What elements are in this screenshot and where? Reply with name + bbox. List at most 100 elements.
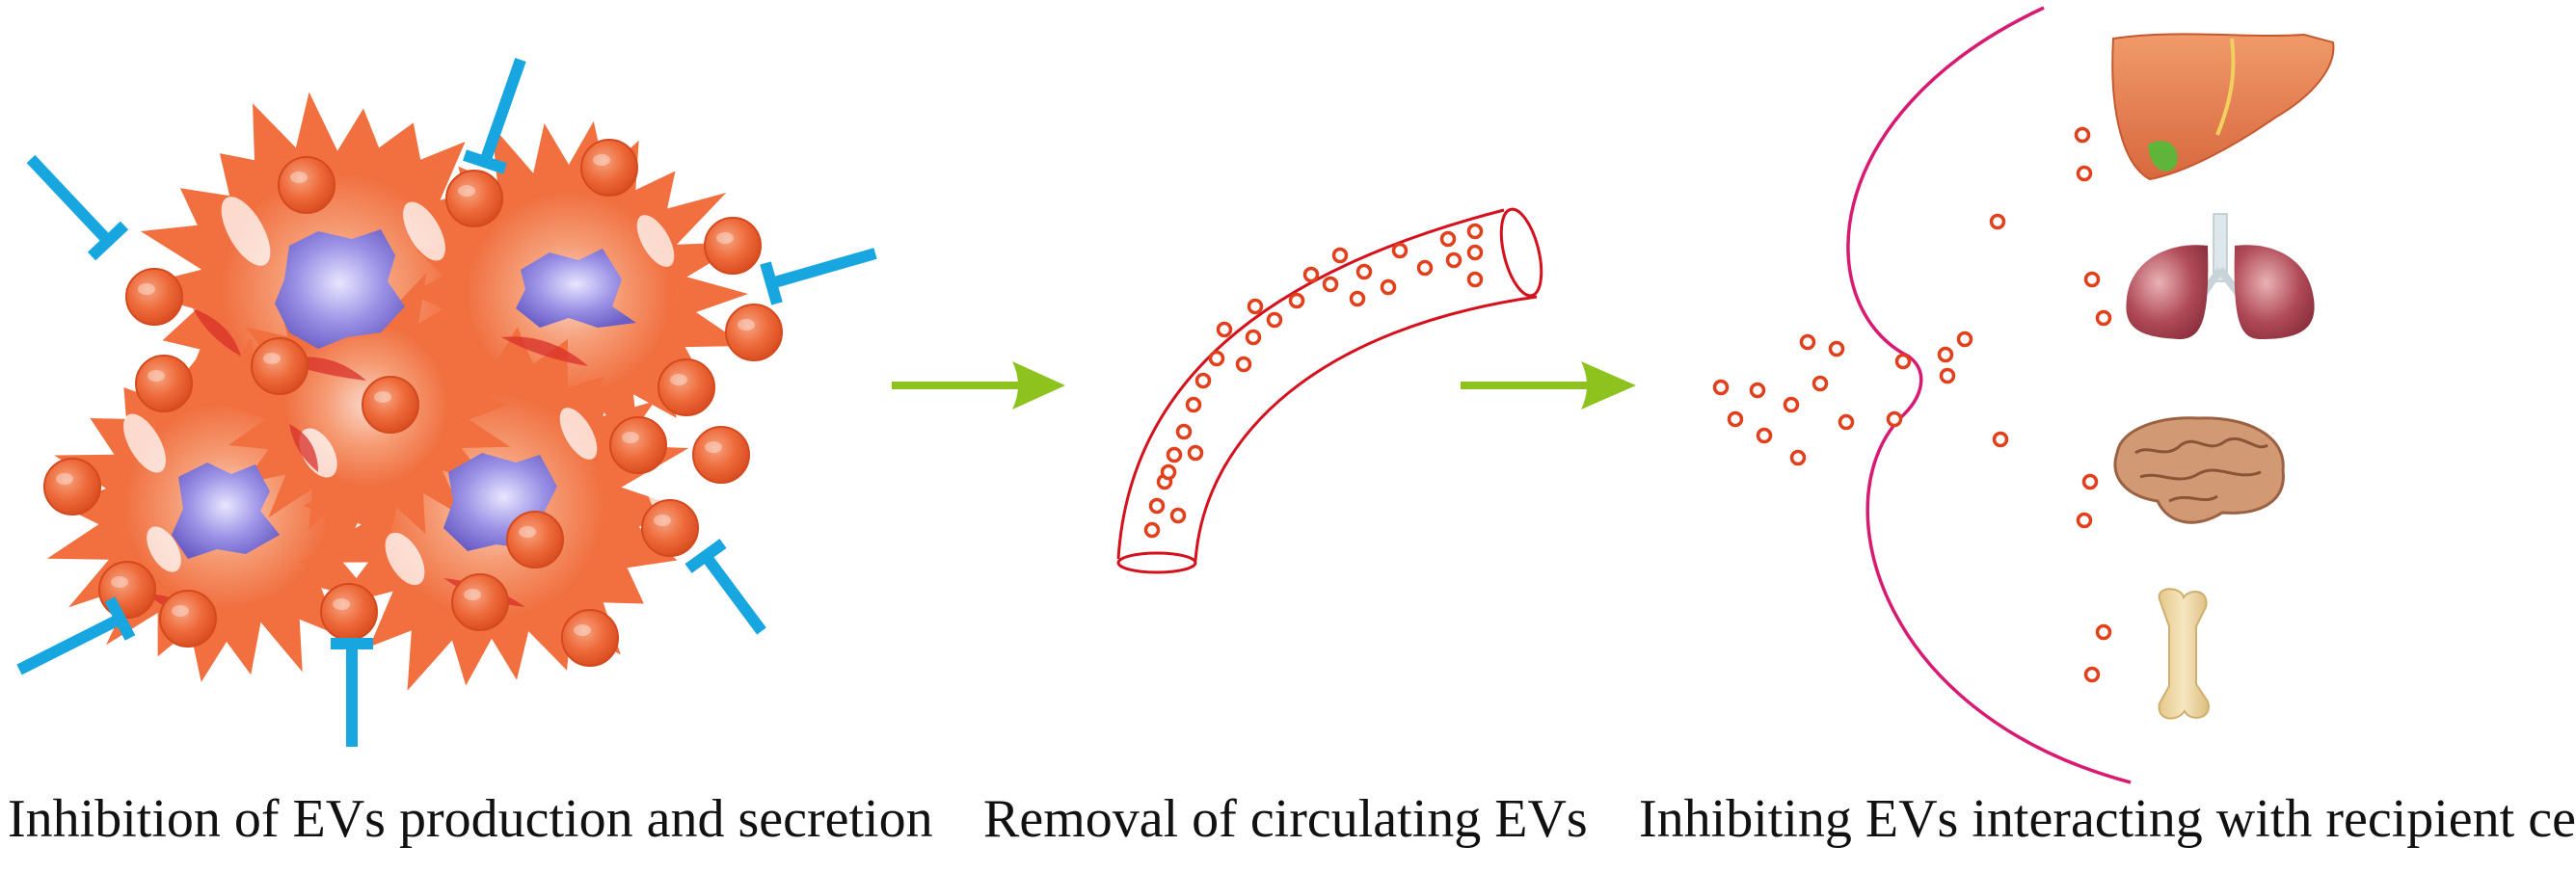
circulating-ev: [1208, 350, 1225, 367]
cell-nucleus: [275, 229, 405, 349]
circulating-ev: [1185, 396, 1202, 413]
free-evs: [1712, 213, 2009, 466]
circulating-ev: [1166, 446, 1183, 463]
free-ev: [1989, 213, 2006, 230]
circulating-evs: [1143, 223, 1484, 539]
vesicle-highlight: [705, 441, 722, 453]
extracellular-vesicle: [98, 561, 156, 619]
organ-ev: [2083, 666, 2101, 683]
extracellular-vesicle: [580, 139, 638, 197]
cell-streak: [193, 308, 241, 357]
extracellular-vesicles: [43, 139, 783, 667]
extracellular-vesicle: [704, 217, 762, 275]
extracellular-vesicle: [159, 590, 217, 648]
t-bar-inhibitor-icon: [760, 248, 877, 305]
tissue-barrier: [1846, 6, 2132, 784]
circulating-ev: [1391, 242, 1409, 259]
vesicle-highlight: [574, 624, 591, 636]
free-ev: [1712, 379, 1730, 396]
circulating-ev: [1302, 266, 1320, 283]
t-bar-inhibitor-icon: [26, 154, 129, 261]
circulating-ev: [1148, 497, 1166, 515]
cell-streak: [501, 336, 588, 366]
free-ev: [1956, 331, 1973, 348]
t-bar-inhibitor-icon: [331, 638, 373, 747]
tumor-cell-cluster: [43, 92, 783, 691]
organ-ev: [2076, 165, 2093, 182]
organ-ev: [2074, 126, 2091, 144]
cytoplasm-highlight: [559, 408, 598, 460]
cytoplasm-highlight: [221, 197, 271, 266]
circulating-ev: [1160, 463, 1177, 481]
circulating-ev: [1355, 263, 1373, 280]
circulating-ev: [1380, 278, 1397, 296]
extracellular-vesicle: [445, 170, 503, 227]
vesicle-highlight: [263, 353, 281, 364]
circulating-ev: [1175, 423, 1193, 440]
extracellular-vesicle: [362, 376, 419, 434]
vesicle-highlight: [374, 391, 391, 403]
free-ev: [1783, 396, 1800, 413]
free-ev: [1727, 410, 1744, 428]
free-ev: [1992, 431, 2009, 448]
extracellular-vesicle: [725, 304, 783, 361]
caption-ev-production: Inhibition of EVs production and secreti…: [8, 789, 933, 849]
vesicle-highlight: [716, 232, 734, 244]
organ-ev: [2095, 623, 2112, 641]
circulating-ev: [1143, 521, 1161, 539]
free-ev: [1749, 382, 1766, 399]
circulating-ev: [1216, 321, 1233, 338]
cell-nucleus: [516, 249, 636, 328]
extracellular-vesicle: [251, 337, 309, 395]
cell-streak: [289, 424, 318, 472]
vesicle-highlight: [458, 185, 475, 197]
vessel-opening-bottom: [1116, 551, 1197, 574]
liver-icon: [2111, 33, 2335, 181]
vesicle-highlight: [738, 319, 755, 331]
free-ev: [1828, 340, 1845, 357]
organ-ev: [2083, 271, 2101, 288]
brain-icon: [2113, 416, 2285, 524]
free-ev: [1894, 353, 1912, 370]
caption-circulating-evs: Removal of circulating EVs: [983, 789, 1588, 849]
circulating-ev: [1445, 251, 1462, 269]
circulating-ev: [1331, 247, 1349, 264]
extracellular-vesicle: [641, 499, 699, 557]
circulating-ev: [1187, 444, 1204, 462]
organ-ev: [2081, 473, 2099, 490]
free-ev: [1799, 333, 1816, 351]
extracellular-vesicle: [506, 511, 564, 569]
circulating-ev: [1466, 223, 1484, 240]
right-arrow-icon: [1461, 361, 1636, 410]
extracellular-vesicle: [43, 458, 101, 516]
extracellular-vesicle: [451, 573, 509, 631]
vesicle-highlight: [670, 374, 687, 385]
free-ev: [1789, 449, 1807, 466]
circulating-ev: [1349, 290, 1366, 307]
organ-evs: [2074, 126, 2112, 683]
vesicle-highlight: [148, 370, 165, 382]
vesicle-highlight: [593, 154, 610, 166]
free-ev: [1939, 367, 1956, 384]
bone-icon: [2158, 588, 2210, 720]
circulating-ev: [1466, 271, 1484, 288]
organ-ev: [2095, 309, 2112, 327]
cell-nucleus: [172, 463, 280, 559]
free-ev: [1838, 413, 1855, 431]
extracellular-vesicle: [609, 416, 667, 474]
circulating-ev: [1245, 329, 1262, 346]
extracellular-vesicle: [692, 426, 750, 484]
vesicle-highlight: [464, 589, 481, 600]
cytoplasm-highlight: [147, 526, 181, 572]
vesicle-highlight: [654, 515, 671, 526]
circulating-ev: [1416, 259, 1434, 277]
vessel-inner-wall: [1194, 295, 1538, 562]
vesicle-highlight: [519, 526, 536, 538]
circulating-ev: [1466, 244, 1484, 261]
vesicle-highlight: [56, 473, 73, 485]
free-ev: [1756, 427, 1773, 444]
free-ev: [1886, 410, 1903, 428]
free-ev: [1937, 346, 1954, 363]
right-arrow-icon: [892, 361, 1065, 410]
cytoplasm-highlight: [385, 532, 425, 586]
